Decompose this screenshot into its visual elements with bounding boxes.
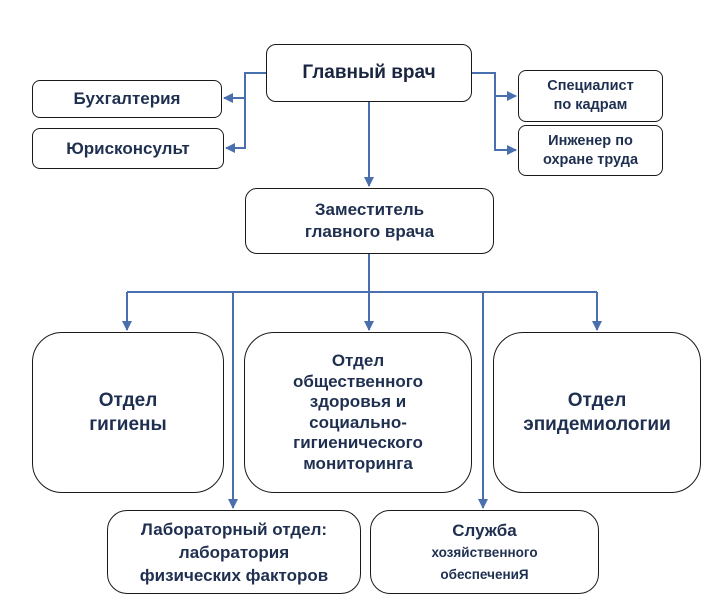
node-legal-adviser: Юрисконсульт	[32, 128, 224, 169]
node-label: Заместитель главного врача	[304, 200, 435, 241]
node-deputy-chief: Заместитель главного врача	[245, 188, 494, 254]
edge-chief-legal	[225, 98, 246, 153]
node-label: Лабораторный отдел: лаборатория физическ…	[139, 519, 329, 585]
node-label: Специалист по кадрам	[547, 78, 634, 113]
node-label: Отдел общественного здоровья и социально…	[292, 351, 424, 473]
node-safety-engineer: Инженер по охране труда	[518, 125, 663, 176]
node-maintenance-service: Служба хозяйственного обеспечениЯ	[370, 510, 599, 594]
node-label: Юрисконсульт	[66, 138, 190, 158]
edge-chief-safety	[494, 96, 517, 155]
node-hr-specialist: Специалист по кадрам	[518, 70, 663, 122]
node-hygiene-dept: Отдел гигиены	[32, 332, 224, 493]
node-chief-doctor: Главный врач	[266, 44, 472, 102]
node-label-group: Служба хозяйственного обеспечениЯ	[431, 519, 537, 586]
node-label: Главный врач	[302, 62, 436, 83]
node-label: Инженер по охране труда	[542, 132, 639, 168]
edge-chief-hr	[472, 72, 517, 101]
edge-chief-accounting	[223, 72, 266, 103]
node-accounting: Бухгалтерия	[32, 80, 222, 118]
node-label: Отдел гигиены	[89, 389, 167, 435]
node-label: Отдел эпидемиологии	[523, 389, 671, 435]
node-epidemiology-dept: Отдел эпидемиологии	[493, 332, 701, 493]
node-public-health-dept: Отдел общественного здоровья и социально…	[244, 332, 472, 493]
node-laboratory-dept: Лабораторный отдел: лаборатория физическ…	[107, 510, 361, 594]
node-title: Служба	[452, 520, 517, 540]
node-label: Бухгалтерия	[73, 89, 181, 108]
node-subtitle: хозяйственного обеспечениЯ	[431, 544, 538, 582]
